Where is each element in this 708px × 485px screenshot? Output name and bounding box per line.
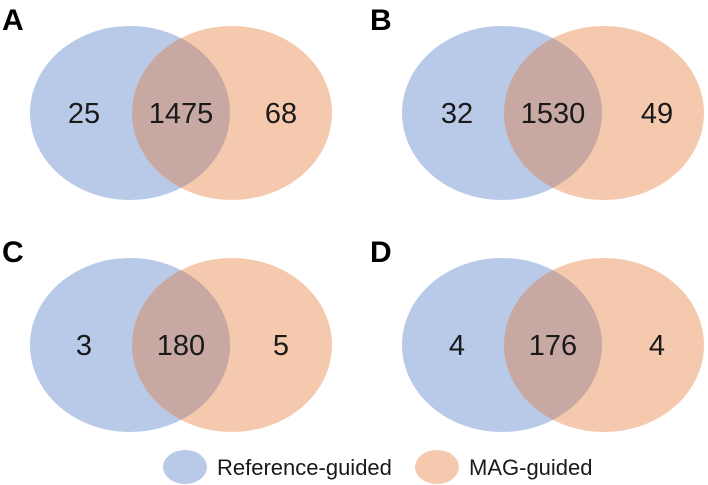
overlap-count: 1475	[149, 98, 214, 130]
reference-only-count: 4	[449, 330, 465, 362]
legend: Reference-guided MAG-guided	[163, 450, 593, 484]
reference-only-count: 25	[68, 98, 100, 130]
panel-label-c: C	[2, 236, 24, 269]
overlap-count: 176	[529, 330, 577, 362]
legend-label-reference-guided: Reference-guided	[217, 455, 392, 480]
mag-only-count: 5	[273, 330, 289, 362]
venn-panel-c: C 3 180 5	[2, 236, 332, 432]
mag-only-count: 4	[649, 330, 665, 362]
overlap-region	[132, 258, 230, 432]
overlap-region	[132, 26, 230, 200]
venn-panel-a: A 25 1475 68	[2, 4, 332, 200]
legend-swatch-reference-guided	[163, 450, 207, 484]
panel-label-b: B	[370, 4, 392, 37]
overlap-count: 1530	[521, 98, 586, 130]
overlap-region	[504, 26, 602, 200]
legend-label-mag-guided: MAG-guided	[469, 455, 593, 480]
panel-label-d: D	[370, 236, 392, 269]
panel-label-a: A	[2, 4, 24, 37]
legend-swatch-mag-guided	[415, 450, 459, 484]
overlap-region	[504, 258, 602, 432]
legend-item-mag-guided: MAG-guided	[415, 450, 593, 484]
overlap-count: 180	[157, 330, 205, 362]
mag-only-count: 68	[265, 98, 297, 130]
venn-panel-b: B 32 1530 49	[370, 4, 704, 200]
legend-item-reference-guided: Reference-guided	[163, 450, 392, 484]
mag-only-count: 49	[641, 98, 673, 130]
venn-panel-d: D 4 176 4	[370, 236, 704, 432]
reference-only-count: 32	[441, 98, 473, 130]
reference-only-count: 3	[76, 330, 92, 362]
